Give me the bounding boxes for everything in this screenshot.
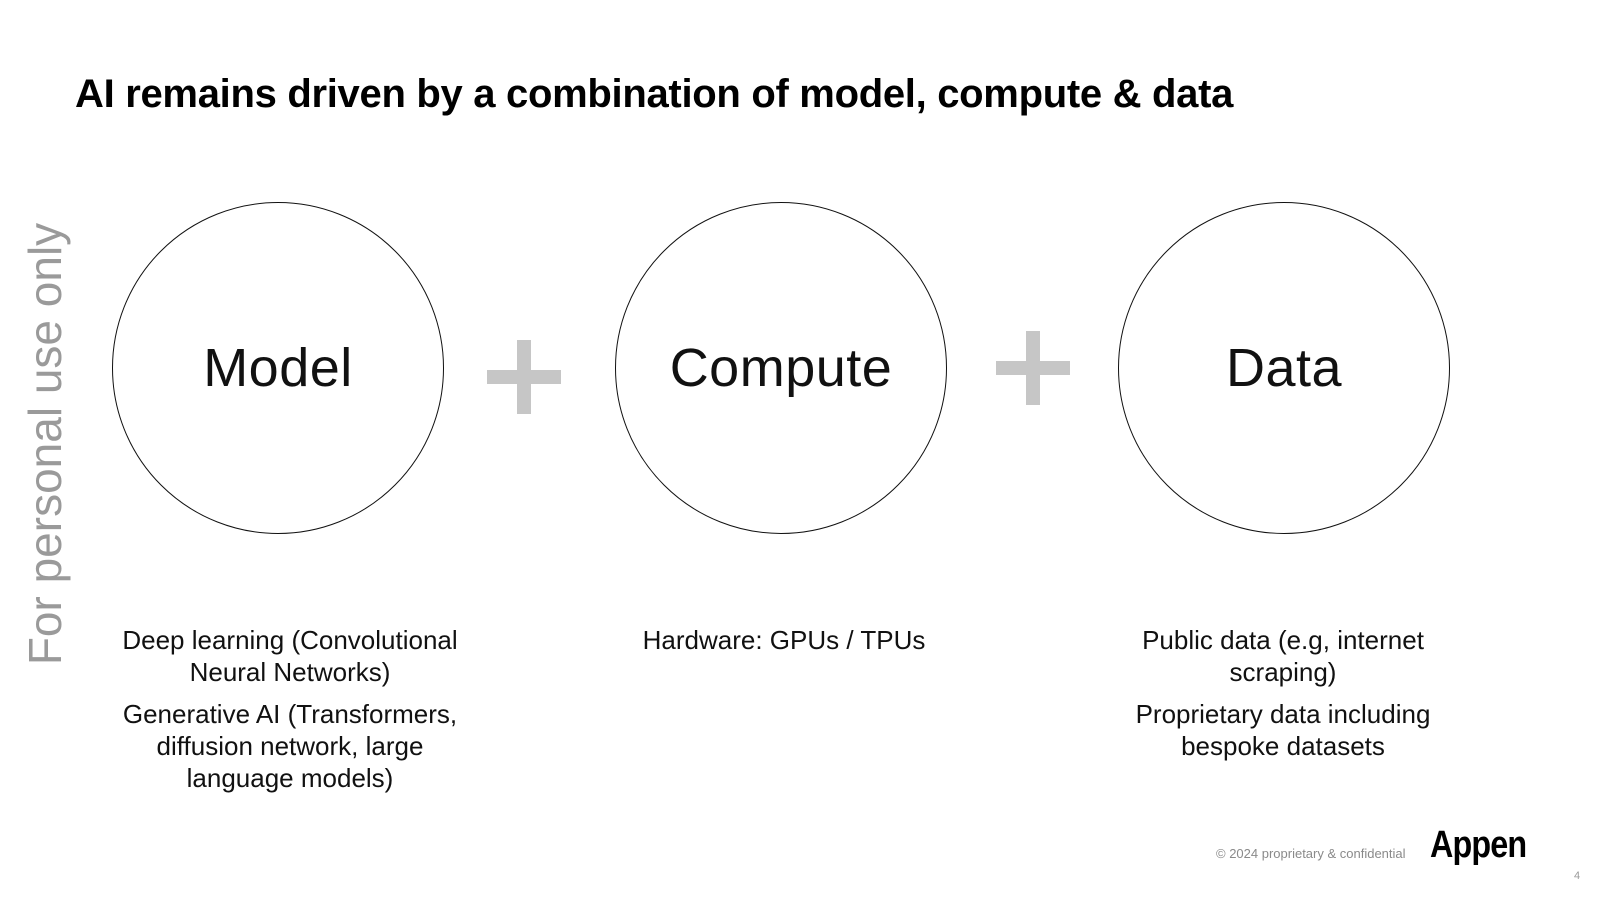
page-number: 4 [1574, 870, 1581, 882]
compute-label: Compute [669, 338, 893, 398]
footer-copyright: © 2024 proprietary & confidential [1216, 846, 1406, 861]
model-item: Deep learning (Convolutional Neural Netw… [122, 625, 458, 687]
data-item: Public data (e.g, internet scraping) [1142, 625, 1424, 687]
data-description: Public data (e.g, internet scraping) Pro… [1093, 624, 1473, 772]
model-label: Model [203, 338, 353, 398]
plus-icon [996, 331, 1070, 405]
data-item: Proprietary data including bespoke datas… [1135, 699, 1431, 761]
compute-item: Hardware: GPUs / TPUs [642, 625, 926, 655]
compute-description: Hardware: GPUs / TPUs [594, 624, 974, 666]
slide-title: AI remains driven by a combination of mo… [75, 72, 1234, 116]
compute-circle: Compute [615, 202, 947, 534]
model-item: Generative AI (Transformers, diffusion n… [122, 699, 458, 793]
plus-icon [487, 340, 561, 414]
data-circle: Data [1118, 202, 1450, 534]
model-description: Deep learning (Convolutional Neural Netw… [100, 624, 480, 804]
brand-logo: Appen [1430, 824, 1527, 866]
data-label: Data [1225, 338, 1343, 398]
watermark-text: For personal use only [19, 222, 71, 666]
model-circle: Model [112, 202, 444, 534]
